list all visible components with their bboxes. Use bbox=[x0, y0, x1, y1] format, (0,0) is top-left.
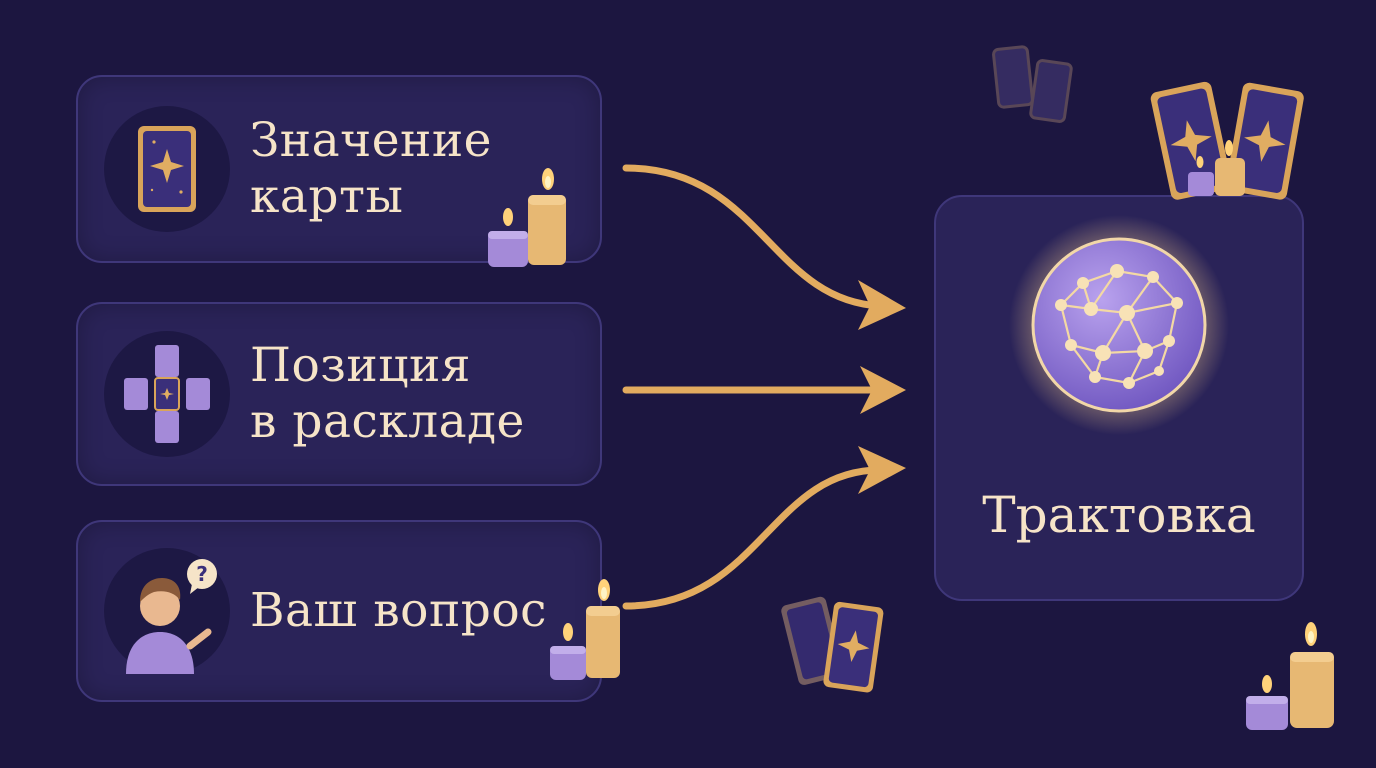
candles-icon bbox=[550, 579, 620, 680]
output-card-interpretation: Трактовка bbox=[934, 195, 1304, 601]
icon-badge: ? bbox=[104, 548, 230, 674]
input-card-meaning: Значение карты bbox=[76, 75, 602, 267]
decorative-cards-top-right bbox=[1150, 81, 1304, 200]
input-label-meaning: Значение карты bbox=[250, 113, 492, 224]
arrow-meaning bbox=[622, 164, 884, 310]
arrow-question bbox=[622, 466, 884, 610]
arrowhead-question bbox=[858, 446, 906, 494]
svg-text:?: ? bbox=[196, 562, 208, 586]
input-card-question: ? Ваш вопрос bbox=[76, 520, 620, 702]
spread-layout-icon bbox=[124, 345, 210, 443]
decorative-cards-top-left bbox=[992, 45, 1073, 123]
arrowhead-position bbox=[860, 366, 906, 414]
decorative-cards-bottom bbox=[781, 596, 884, 693]
input-label-position: Позиция в раскладе bbox=[250, 338, 525, 449]
crystal-ball-network-icon bbox=[1009, 215, 1229, 435]
person-question-icon: ? bbox=[126, 559, 217, 674]
decorative-candles-bottom-right bbox=[1246, 622, 1334, 730]
tarot-card-icon bbox=[138, 126, 196, 212]
candles-icon bbox=[488, 168, 566, 267]
output-label: Трактовка bbox=[982, 486, 1256, 544]
input-card-position: Позиция в раскладе bbox=[76, 302, 602, 486]
arrowhead-meaning bbox=[858, 280, 906, 330]
icon-badge bbox=[104, 106, 230, 232]
icon-badge bbox=[104, 331, 230, 457]
input-label-question: Ваш вопрос bbox=[250, 583, 547, 638]
